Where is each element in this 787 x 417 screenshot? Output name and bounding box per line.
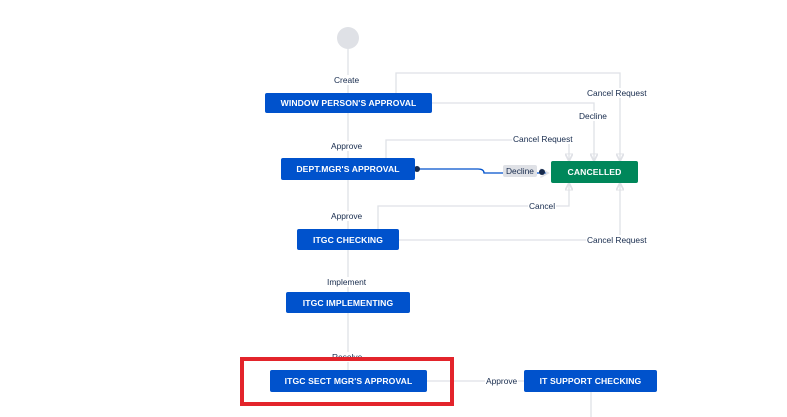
edge-decline-start-dot	[414, 166, 420, 172]
edge-cancel	[377, 184, 569, 229]
start-node	[337, 27, 359, 49]
transition-approve-3[interactable]: Approve	[485, 376, 519, 386]
status-itgc-checking[interactable]: ITGC CHECKING	[297, 229, 399, 250]
transition-implement[interactable]: Implement	[326, 277, 368, 287]
status-cancelled[interactable]: CANCELLED	[551, 161, 638, 183]
status-itgc-sect-mgrs-approval[interactable]: ITGC SECT MGR'S APPROVAL	[270, 370, 427, 392]
transition-create[interactable]: Create	[333, 75, 361, 85]
edge-cancel-request-2	[385, 139, 569, 160]
status-window-persons-approval[interactable]: WINDOW PERSON'S APPROVAL	[265, 93, 432, 113]
edge-decline-mid-dot	[539, 169, 545, 175]
transition-cancel[interactable]: Cancel	[528, 201, 557, 211]
transition-approve-1[interactable]: Approve	[330, 141, 364, 151]
edge-decline-active	[417, 168, 548, 173]
edge-decline-1	[432, 102, 594, 160]
transition-resolve[interactable]: Resolve	[331, 352, 364, 362]
status-it-support-checking[interactable]: IT SUPPORT CHECKING	[524, 370, 657, 392]
edge-cancel-request-1	[395, 72, 620, 160]
status-dept-mgrs-approval[interactable]: DEPT.MGR'S APPROVAL	[281, 158, 415, 180]
transition-decline-2[interactable]: Decline	[503, 165, 537, 177]
transition-cancel-request-2[interactable]: Cancel Request	[512, 134, 574, 144]
edge-cancel-request-3	[399, 184, 620, 241]
status-itgc-implementing[interactable]: ITGC IMPLEMENTING	[286, 292, 410, 313]
transition-approve-2[interactable]: Approve	[330, 211, 364, 221]
transition-decline-1[interactable]: Decline	[578, 111, 608, 121]
transition-cancel-request-1[interactable]: Cancel Request	[586, 88, 648, 98]
transition-cancel-request-3[interactable]: Cancel Request	[586, 235, 648, 245]
